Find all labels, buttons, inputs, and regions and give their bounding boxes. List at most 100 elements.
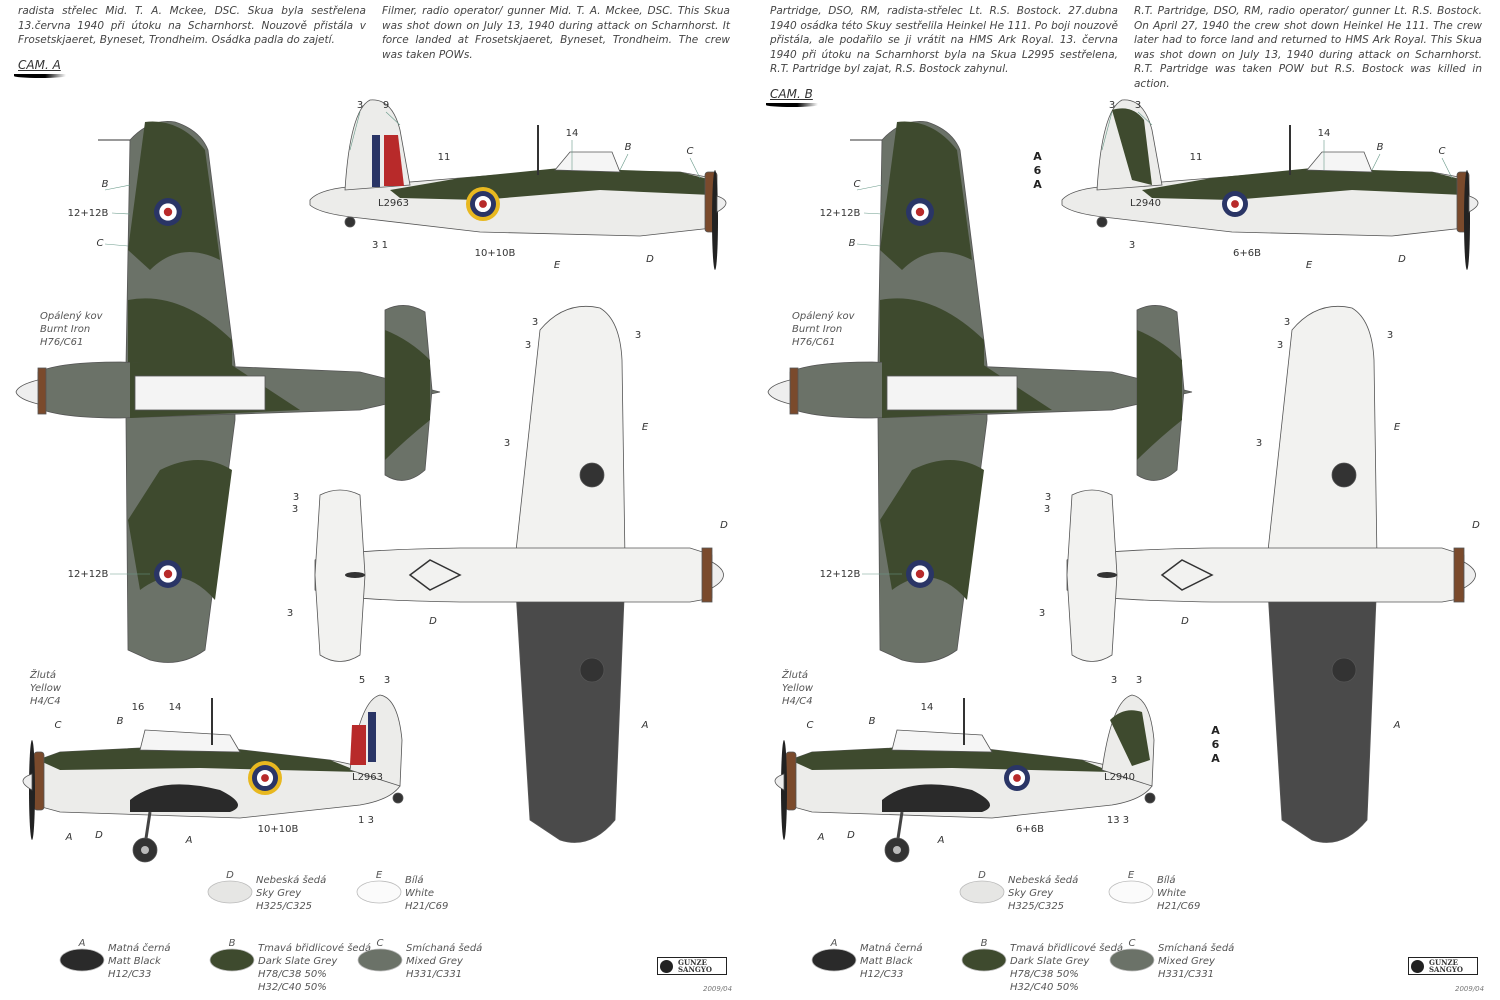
cowling-ring: [37, 367, 47, 415]
roundel: [915, 569, 925, 579]
leader-line: [1371, 153, 1381, 171]
callout-label: 14: [921, 702, 934, 713]
callout-label: 5: [359, 675, 365, 686]
paint-name-cz: Tmavá břidlicové šedá: [1010, 942, 1123, 954]
paint-ref: H325/C325: [256, 901, 312, 912]
cowling-ring: [701, 547, 713, 603]
leader-line: [104, 243, 129, 247]
tail-wheel: [1097, 572, 1117, 578]
callout-label: D: [1398, 254, 1406, 265]
spinner: [711, 561, 724, 589]
leader-line: [856, 184, 883, 191]
wing-lower-half-black: [1266, 574, 1378, 843]
paint-code: C: [1129, 938, 1136, 949]
callout-label: B: [102, 179, 109, 190]
callout-label: 10+10B: [475, 248, 516, 259]
callout-label: 6+6B: [1233, 248, 1261, 259]
spinner: [1468, 195, 1479, 213]
camo-b-text-cz: Partridge, DSO, RM, radista-střelec Lt. …: [770, 5, 1118, 75]
callout-label: 13 3: [1107, 815, 1129, 826]
callout-label: 6+6B: [1016, 824, 1044, 835]
paint-ref: H331/C331: [1158, 969, 1214, 980]
leader-line: [689, 157, 701, 179]
canopy: [554, 151, 621, 173]
wing-upper-half: [1266, 305, 1378, 561]
callout-label: 3: [1256, 438, 1262, 449]
wheel: [1331, 462, 1357, 488]
callout-label: 3 1: [372, 240, 388, 251]
propeller: [712, 170, 718, 270]
callout-label: C: [807, 720, 814, 731]
wheel: [579, 462, 605, 488]
tail-wheel: [1096, 216, 1108, 228]
callout-label: D: [847, 830, 855, 841]
serial: L2963: [378, 198, 409, 209]
callout-label: D: [720, 520, 728, 531]
callout-label: 3: [293, 492, 299, 503]
callout-label: D: [1472, 520, 1480, 531]
callout-label: E: [554, 260, 561, 271]
camo-pattern: [790, 745, 1112, 772]
tail-wheel: [344, 216, 356, 228]
date-code: 2009/04: [703, 985, 733, 993]
paint-name-cz: Tmavá břidlicové šedá: [258, 942, 371, 954]
color-swatch: [959, 880, 1005, 904]
leader-line: [104, 184, 131, 191]
tailplane: [314, 489, 366, 662]
spinner: [774, 773, 785, 791]
underside-view: [314, 305, 724, 843]
yellow-note: Žlutá: [781, 668, 808, 681]
paint-name-en: White: [405, 888, 434, 899]
burnt-iron-note: H76/C61: [792, 337, 835, 348]
paint-code: C: [377, 938, 384, 949]
leader-line: [1441, 157, 1453, 179]
fin-flash: [384, 135, 404, 186]
paint-name-cz: Bílá: [1157, 874, 1176, 886]
callout-label: A: [1393, 720, 1401, 731]
callout-label: 3: [1277, 340, 1283, 351]
callout-label: 3: [525, 340, 531, 351]
fuselage: [314, 547, 713, 603]
roundel: [915, 207, 925, 217]
color-swatch: [811, 948, 857, 972]
paint-name-en: Matt Black: [860, 956, 914, 967]
tail-wheel: [345, 572, 365, 578]
callout-label: B: [117, 716, 124, 727]
tailhook: [1160, 559, 1214, 591]
callout-label: 3: [1039, 608, 1045, 619]
cowling-ring: [789, 367, 799, 415]
cowling-ring: [1453, 547, 1465, 603]
callout-label: 3: [504, 438, 510, 449]
callout-label: B: [1377, 142, 1384, 153]
paint-name-cz: Matná černá: [108, 942, 171, 954]
camo-b-label: CAM. B: [770, 87, 813, 101]
swoosh-decoration: [14, 74, 66, 78]
serial: L2940: [1130, 198, 1161, 209]
serial: L2940: [1104, 772, 1135, 783]
callout-label: C: [1439, 146, 1446, 157]
wheel: [579, 657, 605, 683]
callout-label: A: [817, 832, 825, 843]
paint-name-cz: Smíchaná šedá: [406, 942, 482, 954]
callout-label: 16: [132, 702, 145, 713]
paint-ref: H21/C69: [405, 901, 448, 912]
callout-label: C: [687, 146, 694, 157]
camo-pattern: [880, 121, 984, 601]
spinner: [15, 379, 39, 405]
callout-label: B: [625, 142, 632, 153]
camo-pattern: [1110, 710, 1150, 766]
callout-label: 3: [635, 330, 641, 341]
wing-root: [882, 784, 990, 812]
roundel: [261, 774, 269, 782]
logo-line: GUNZE: [1429, 958, 1458, 967]
spinner: [716, 195, 727, 213]
underside-view: [1066, 305, 1476, 843]
leader-line: [349, 111, 361, 151]
callout-label: A: [185, 835, 193, 846]
leader-line: [619, 153, 629, 171]
